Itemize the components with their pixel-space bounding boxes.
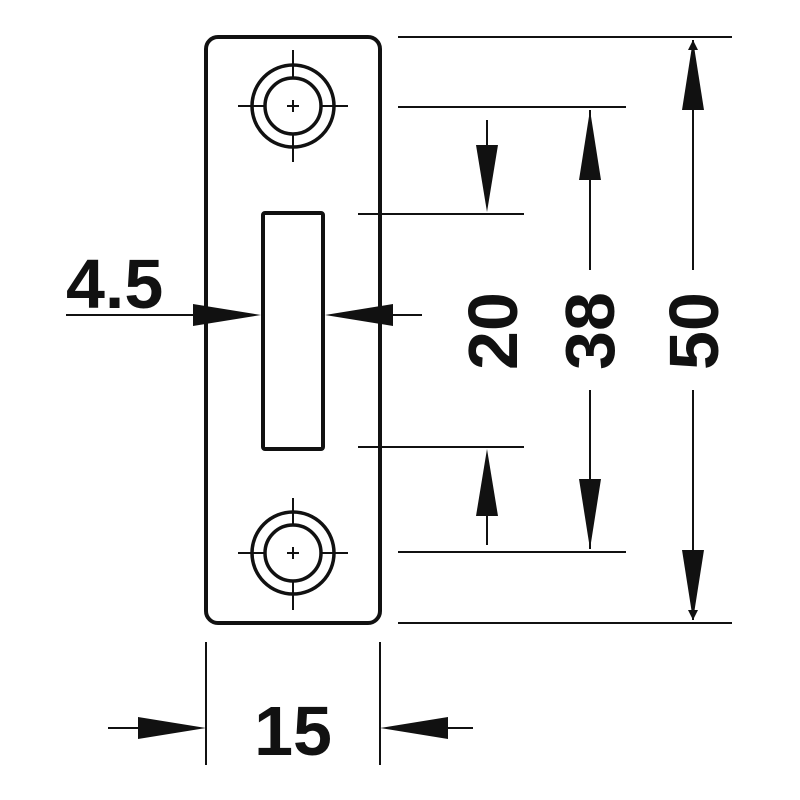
dim-plate-width (108, 717, 473, 739)
dim-plate-height (682, 40, 704, 620)
plate-outline (204, 35, 382, 625)
dim-slot-height (476, 120, 498, 545)
dim-slot-width (66, 283, 422, 345)
label-plate-height: 50 (655, 292, 733, 370)
screw-hole-top (238, 50, 348, 162)
dim-hole-spacing (579, 110, 601, 549)
label-slot-width: 4.5 (66, 245, 163, 323)
extension-lines (205, 36, 732, 765)
latch-slot (261, 211, 325, 451)
label-hole-spacing: 38 (551, 292, 629, 370)
screw-hole-bottom (238, 498, 348, 610)
label-plate-width: 15 (254, 692, 332, 770)
label-slot-height: 20 (454, 292, 532, 370)
